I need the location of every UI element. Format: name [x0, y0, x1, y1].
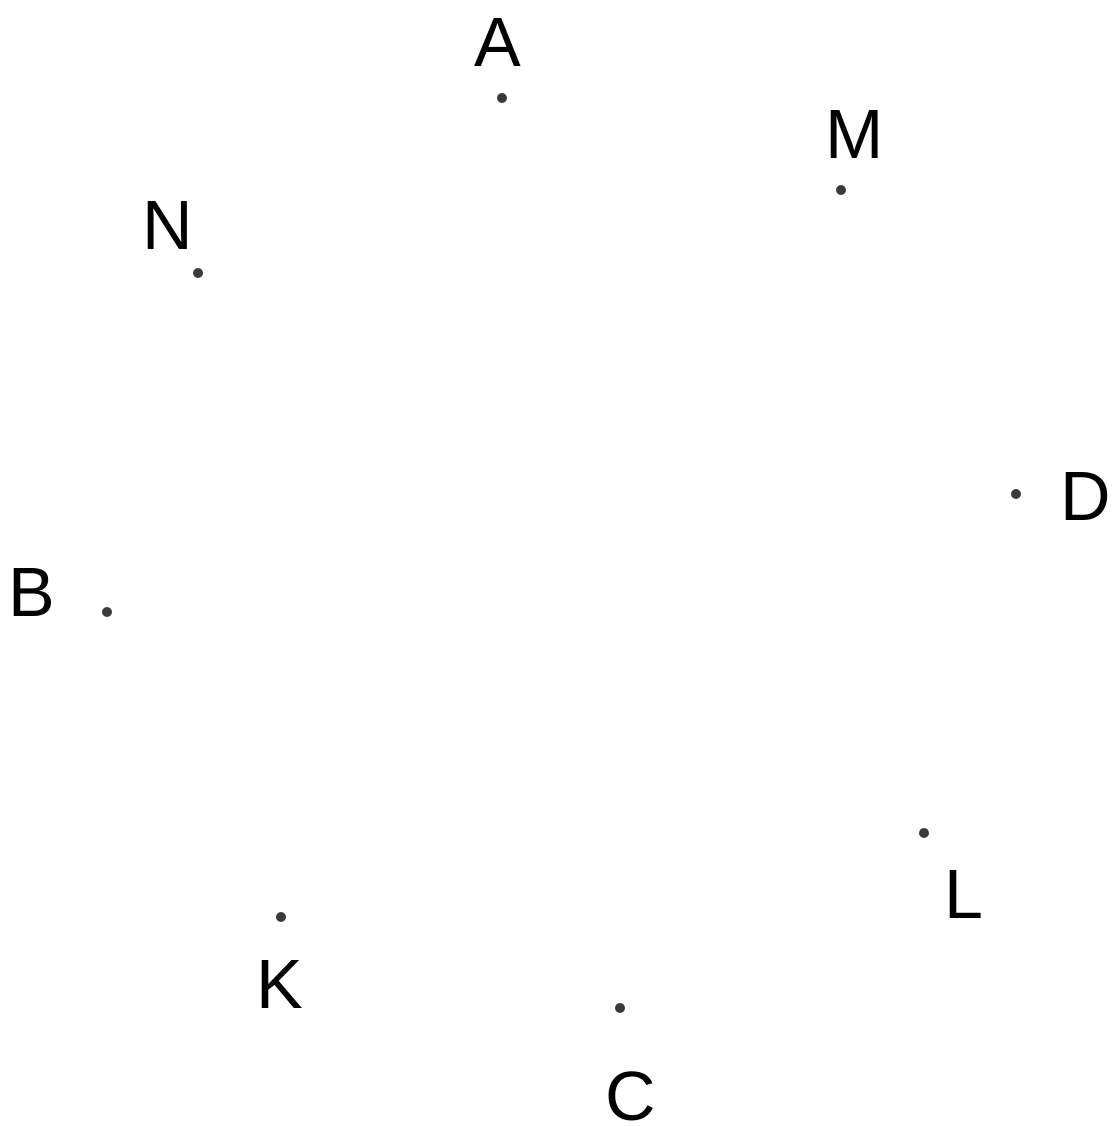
point-n: N [142, 186, 203, 278]
point-k: K [256, 912, 303, 1023]
point-n-label: N [142, 186, 193, 264]
point-k-label: K [256, 945, 303, 1023]
point-c: C [605, 1003, 656, 1126]
point-c-dot [615, 1003, 625, 1013]
point-k-dot [276, 912, 286, 922]
point-m: M [825, 95, 883, 195]
point-a: A [474, 3, 521, 103]
point-b-dot [102, 607, 112, 617]
point-l-dot [919, 828, 929, 838]
point-l: L [919, 828, 983, 933]
point-b-label: B [8, 553, 55, 631]
point-c-label: C [605, 1057, 656, 1126]
point-a-dot [497, 93, 507, 103]
point-m-label: M [825, 95, 883, 173]
point-n-dot [193, 268, 203, 278]
point-d: D [1011, 457, 1111, 535]
point-m-dot [836, 185, 846, 195]
point-b: B [8, 553, 112, 631]
point-d-dot [1011, 489, 1021, 499]
point-d-label: D [1060, 457, 1111, 535]
point-a-label: A [474, 3, 521, 81]
point-l-label: L [944, 855, 983, 933]
